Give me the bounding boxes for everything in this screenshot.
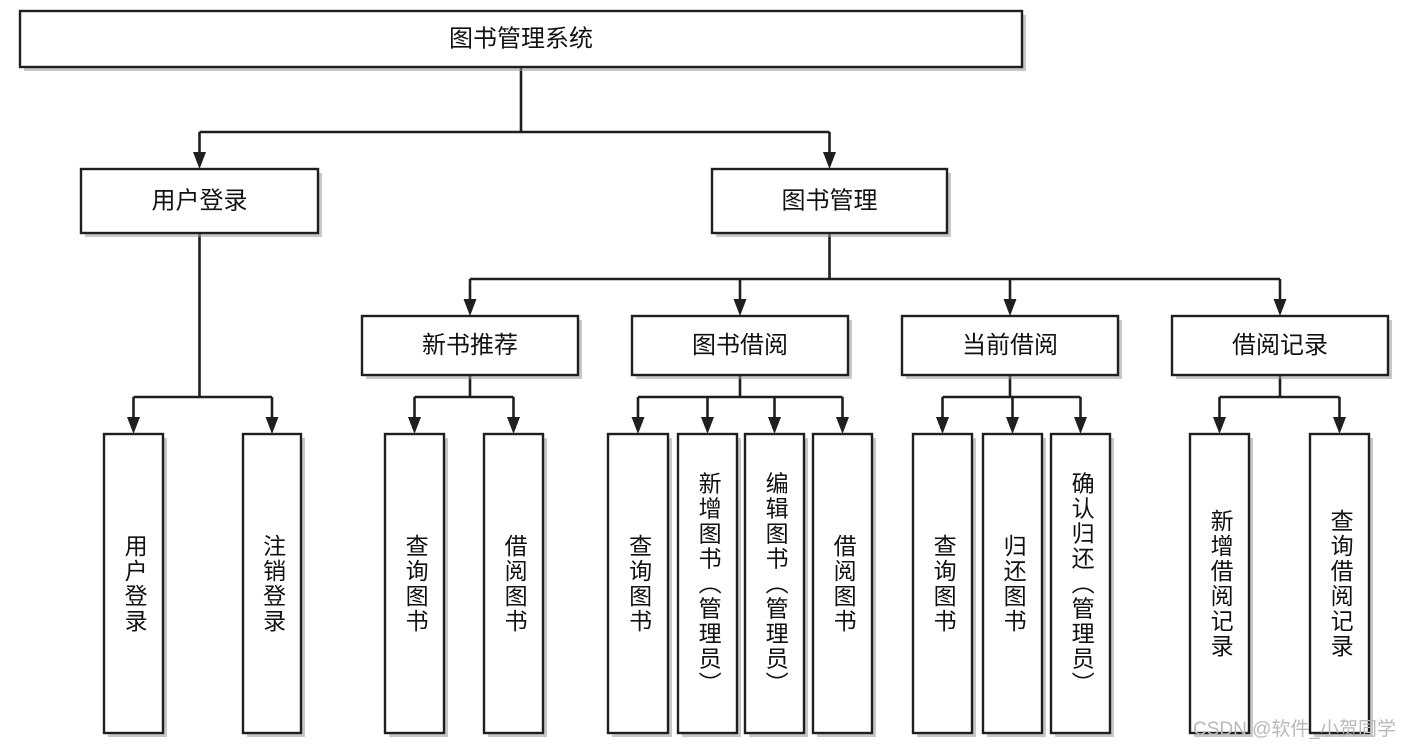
edge-arrowhead <box>1006 417 1019 434</box>
node-box-leaf-query-book-2[interactable] <box>606 432 670 735</box>
node-label-root: 图书管理系统 <box>449 25 593 52</box>
node-box-book-manage[interactable] <box>710 167 949 235</box>
node-box-user-login[interactable] <box>79 167 320 235</box>
node-box-book-borrow[interactable] <box>630 314 850 377</box>
edge-arrowhead <box>1213 417 1226 434</box>
node-box-leaf-logout[interactable] <box>241 432 303 735</box>
edge-arrowhead <box>836 417 849 434</box>
node-label-user-login: 用户登录 <box>152 187 248 214</box>
node-box-new-book-rec[interactable] <box>360 314 580 377</box>
node-box-leaf-add-book[interactable] <box>676 432 739 735</box>
node-label-current-borrow: 当前借阅 <box>962 332 1058 359</box>
node-box-leaf-confirm-return[interactable] <box>1049 432 1112 735</box>
edge-arrowhead <box>1273 299 1287 316</box>
node-box-leaf-query-book-3[interactable] <box>911 432 974 735</box>
edge-arrowhead <box>507 417 520 434</box>
edge-arrowhead <box>823 152 836 169</box>
edge-arrowhead <box>701 417 714 434</box>
node-box-leaf-borrow-book-1[interactable] <box>482 432 545 735</box>
node-label-book-borrow: 图书借阅 <box>692 332 788 359</box>
edge-arrowhead <box>1333 417 1346 434</box>
edge-arrowhead <box>1074 417 1087 434</box>
node-label-book-manage: 图书管理 <box>782 187 878 214</box>
edge-arrowhead <box>408 417 421 434</box>
edge-arrowhead <box>631 417 645 434</box>
edge-arrowhead <box>127 417 140 434</box>
node-box-leaf-borrow-book-2[interactable] <box>811 432 874 735</box>
node-box-current-borrow[interactable] <box>900 314 1120 377</box>
edge-arrowhead <box>1003 299 1017 316</box>
node-box-leaf-user-login[interactable] <box>102 432 165 735</box>
node-box-root[interactable] <box>18 9 1024 69</box>
node-label-new-book-rec: 新书推荐 <box>422 332 518 359</box>
edge-arrowhead <box>733 299 747 316</box>
node-box-leaf-query-book-1[interactable] <box>383 432 446 735</box>
nodes-layer <box>18 9 1392 737</box>
edge-arrowhead <box>193 152 206 169</box>
node-box-leaf-add-record[interactable] <box>1188 432 1251 735</box>
watermark-text: CSDN @软件_小贺同学 <box>1193 719 1396 740</box>
edge-arrowhead <box>265 417 279 434</box>
edge-arrowhead <box>463 299 477 316</box>
edge-arrowhead <box>936 417 949 434</box>
node-box-leaf-edit-book[interactable] <box>743 432 806 735</box>
node-label-borrow-record: 借阅记录 <box>1232 332 1328 359</box>
node-box-borrow-record[interactable] <box>1170 314 1390 377</box>
node-box-leaf-query-record[interactable] <box>1308 432 1371 735</box>
edge-arrowhead <box>768 417 781 434</box>
edges-layer <box>127 67 1346 434</box>
node-box-leaf-return-book[interactable] <box>981 432 1044 735</box>
